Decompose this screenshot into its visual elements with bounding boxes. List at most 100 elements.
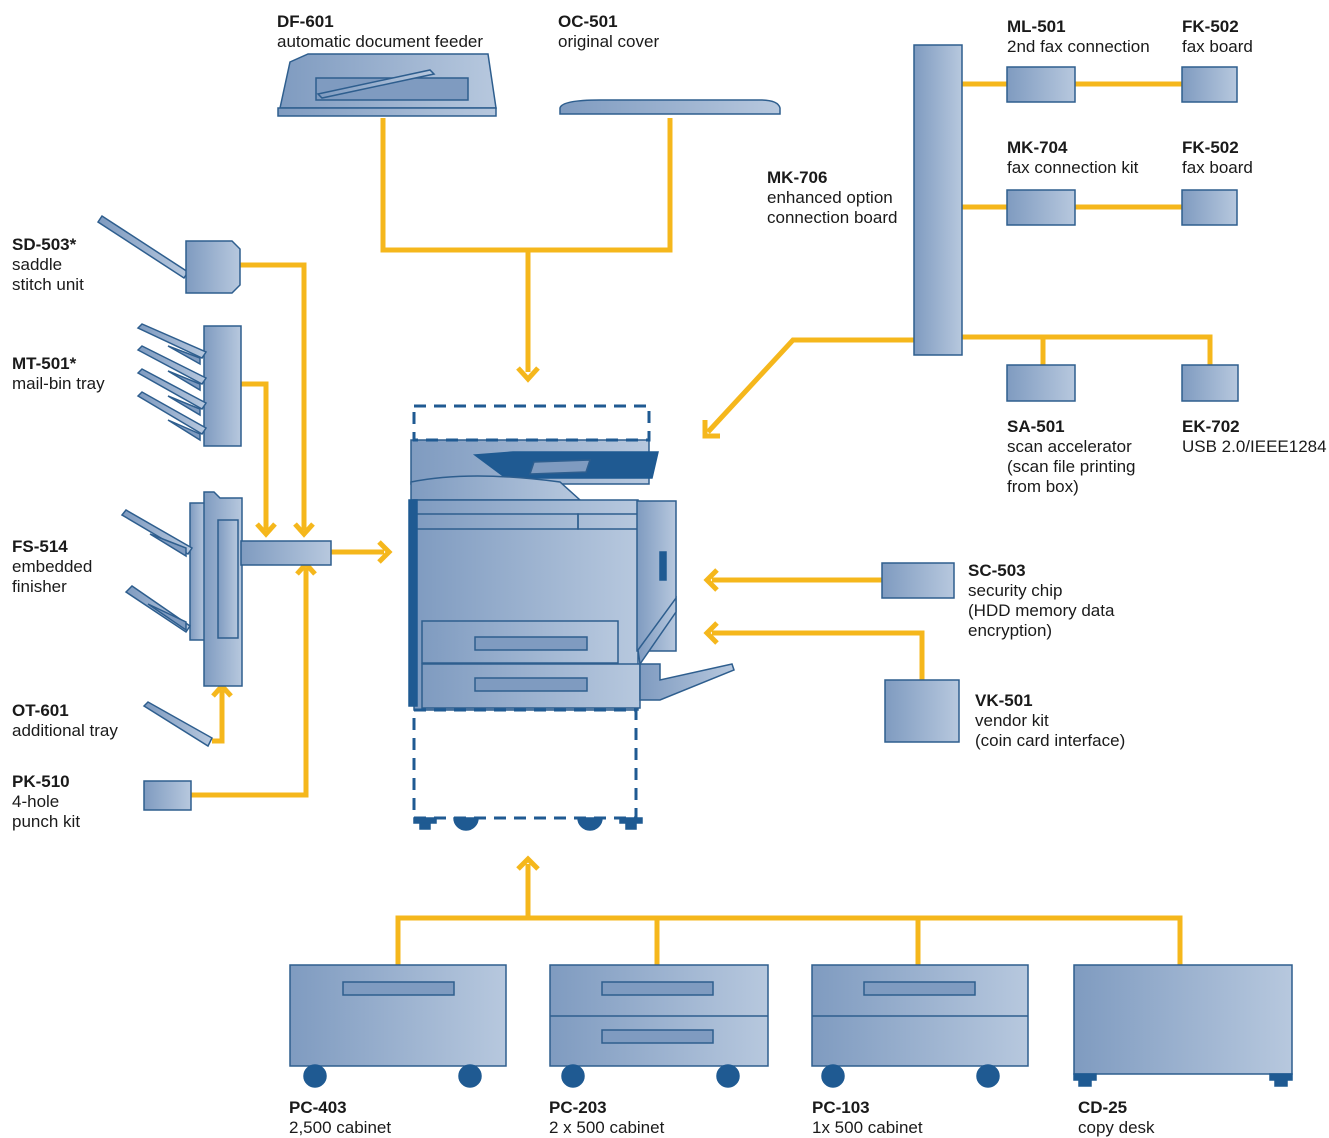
fs514-finisher-image (120, 491, 332, 687)
label-mk706: MK-706 enhanced option connection board (767, 168, 897, 228)
arrow-fs514-main (377, 540, 393, 564)
connector-mt501 (241, 381, 269, 530)
label-cd25-code: CD-25 (1078, 1098, 1128, 1117)
label-oc501-code: OC-501 (558, 12, 618, 31)
label-fk502-1-desc: fax board (1182, 37, 1253, 56)
arrow-sc503 (703, 568, 719, 592)
label-mk706-code: MK-706 (767, 168, 828, 187)
dashed-bottom-outline (412, 708, 638, 820)
connector-vk501 (712, 630, 925, 680)
pc403-cabinet-image (289, 964, 507, 1088)
pc203-cabinet-image (549, 964, 769, 1088)
label-oc501: OC-501 original cover (558, 12, 659, 52)
label-pc403-desc: 2,500 cabinet (289, 1118, 392, 1137)
label-ot601-code: OT-601 (12, 701, 69, 720)
label-pc103-desc: 1x 500 cabinet (812, 1118, 923, 1137)
connector-sd503 (240, 262, 307, 530)
label-pc103: PC-103 1x 500 cabinet (812, 1098, 923, 1138)
label-vk501: VK-501 vendor kit (coin card interface) (975, 691, 1125, 751)
label-fs514-code: FS-514 (12, 537, 68, 556)
ek702-box (1181, 364, 1239, 402)
label-ek702: EK-702 USB 2.0/IEEE1284 (1182, 417, 1327, 457)
label-ot601: OT-601 additional tray (12, 701, 118, 741)
label-fs514-desc: embedded finisher (12, 557, 93, 596)
arrow-top-main (516, 366, 540, 383)
label-sa501: SA-501 scan accelerator (scan file print… (1007, 417, 1136, 497)
label-mk706-desc: enhanced option connection board (767, 188, 898, 227)
label-fs514: FS-514 embedded finisher (12, 537, 92, 597)
arrow-sd503 (293, 522, 315, 538)
label-pk510: PK-510 4-hole punch kit (12, 772, 80, 832)
label-mt501-code: MT-501* (12, 354, 77, 373)
label-pc203: PC-203 2 x 500 cabinet (549, 1098, 664, 1138)
label-sd503-code: SD-503* (12, 235, 77, 254)
label-fk502-2-code: FK-502 (1182, 138, 1239, 157)
cd25-desk-image (1073, 964, 1293, 1087)
arrow-mt501 (255, 522, 277, 538)
label-oc501-desc: original cover (558, 32, 660, 51)
label-cd25-desc: copy desk (1078, 1118, 1155, 1137)
label-sa501-code: SA-501 (1007, 417, 1065, 436)
label-sc503-code: SC-503 (968, 561, 1026, 580)
mk704-box (1006, 189, 1076, 226)
mk706-board-image (913, 44, 963, 356)
label-sc503-desc: security chip (HDD memory data encryptio… (968, 581, 1115, 640)
label-pc103-code: PC-103 (812, 1098, 870, 1117)
label-ml501-code: ML-501 (1007, 17, 1066, 36)
label-df601-desc: automatic document feeder (277, 32, 484, 51)
label-df601-code: DF-601 (277, 12, 334, 31)
ml501-box (1006, 66, 1076, 103)
label-sc503: SC-503 security chip (HDD memory data en… (968, 561, 1114, 641)
label-sd503-desc: saddle stitch unit (12, 255, 84, 294)
label-fk502-1: FK-502 fax board (1182, 17, 1253, 57)
arrow-vk501 (703, 621, 719, 645)
label-mk704-code: MK-704 (1007, 138, 1068, 157)
fk502-box-2 (1181, 189, 1238, 226)
label-df601: DF-601 automatic document feeder (277, 12, 483, 52)
label-pc403-code: PC-403 (289, 1098, 347, 1117)
label-ml501-desc: 2nd fax connection (1007, 37, 1150, 56)
label-fk502-2-desc: fax board (1182, 158, 1253, 177)
pk510-box (143, 780, 192, 811)
label-sa501-desc: scan accelerator (scan file printing fro… (1007, 437, 1136, 496)
label-mt501: MT-501* mail-bin tray (12, 354, 105, 394)
label-pc203-desc: 2 x 500 cabinet (549, 1118, 665, 1137)
main-feet-image (413, 817, 643, 831)
dashed-top-outline (412, 404, 651, 442)
mt501-mailbin-image (136, 323, 242, 447)
label-vk501-desc: vendor kit (coin card interface) (975, 711, 1126, 750)
label-ot601-desc: additional tray (12, 721, 118, 740)
connector-ot601 (212, 690, 225, 744)
sd503-saddle-image (96, 214, 241, 294)
label-ml501: ML-501 2nd fax connection (1007, 17, 1150, 57)
main-copier-image (408, 439, 735, 711)
connector-cabinets (395, 915, 1183, 965)
df601-feeder-image (277, 53, 497, 117)
connector-df601 (380, 118, 673, 253)
label-pk510-code: PK-510 (12, 772, 70, 791)
arrow-mk706-main (702, 420, 720, 439)
label-fk502-2: FK-502 fax board (1182, 138, 1253, 178)
oc501-cover-image (559, 99, 781, 115)
label-ek702-code: EK-702 (1182, 417, 1240, 436)
sc503-box (881, 562, 955, 599)
sa501-box (1006, 364, 1076, 402)
label-pk510-desc: 4-hole punch kit (12, 792, 81, 831)
label-cd25: CD-25 copy desk (1078, 1098, 1155, 1138)
vk501-box (884, 679, 960, 743)
label-sd503: SD-503* saddle stitch unit (12, 235, 84, 295)
label-mk704: MK-704 fax connection kit (1007, 138, 1138, 178)
ot601-tray-image (142, 701, 213, 748)
label-mk704-desc: fax connection kit (1007, 158, 1139, 177)
label-pc403: PC-403 2,500 cabinet (289, 1098, 391, 1138)
label-ek702-desc: USB 2.0/IEEE1284 (1182, 437, 1327, 456)
label-mt501-desc: mail-bin tray (12, 374, 105, 393)
connector-pk510 (191, 568, 309, 798)
label-fk502-1-code: FK-502 (1182, 17, 1239, 36)
pc103-cabinet-image (811, 964, 1029, 1088)
connector-mk706-main (706, 337, 914, 434)
label-vk501-code: VK-501 (975, 691, 1033, 710)
connector-sa-ek (962, 334, 1213, 365)
label-pc203-code: PC-203 (549, 1098, 607, 1117)
